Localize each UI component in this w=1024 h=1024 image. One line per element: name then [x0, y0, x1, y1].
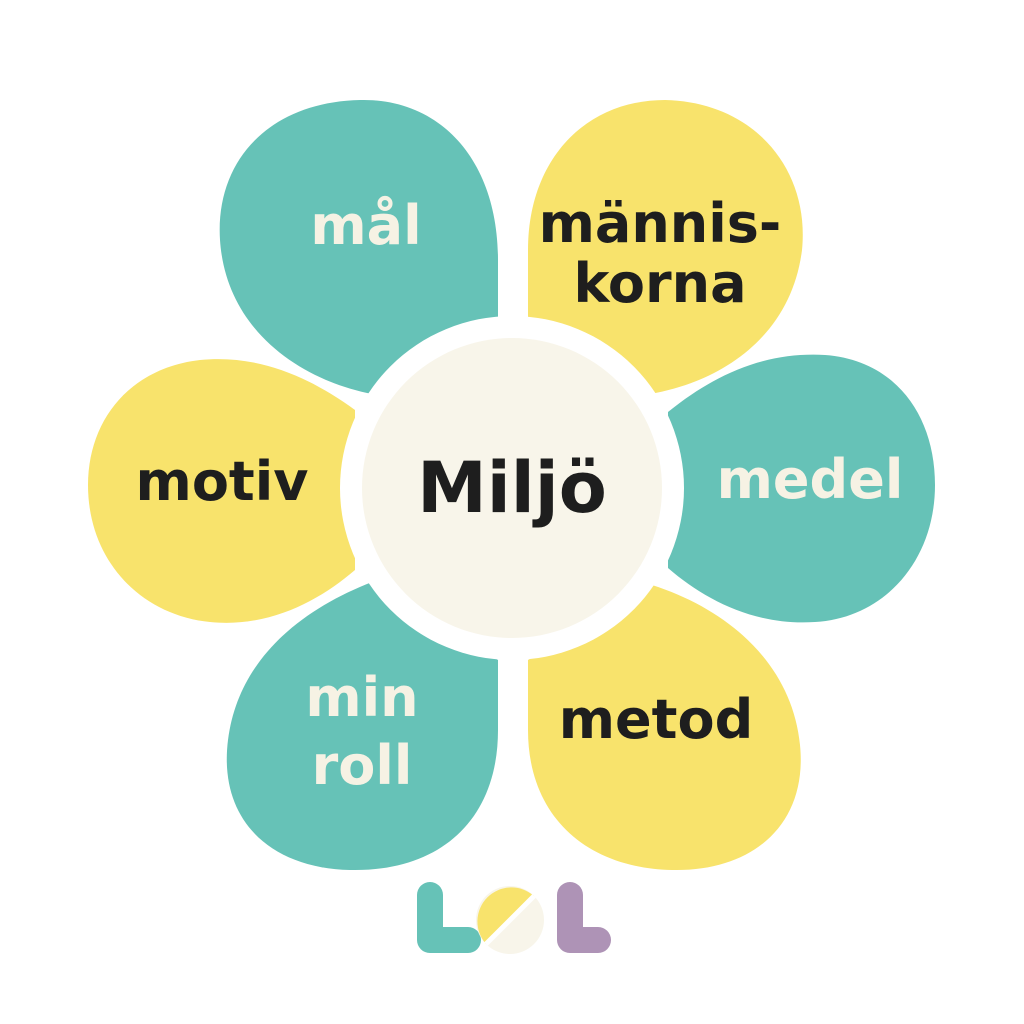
center-node: Miljö — [340, 316, 684, 660]
petal-mal: mål — [219, 99, 498, 394]
petal-metod-shape — [528, 585, 801, 871]
petal-motiv: motiv — [88, 359, 355, 623]
petal-manniskorna-shape — [528, 100, 803, 394]
petal-motiv-label: motiv — [136, 450, 309, 513]
petal-motiv-shape — [88, 359, 355, 623]
petal-mal-shape — [219, 99, 498, 394]
logo-letter-l-left — [417, 882, 481, 953]
lol-logo-icon — [417, 882, 611, 954]
petal-manniskorna: männis- korna — [528, 100, 803, 394]
petal-metod: metod — [528, 585, 801, 871]
petal-min-roll: min roll — [226, 582, 499, 871]
petal-medel-label: medel — [717, 448, 904, 511]
center-label: Miljö — [417, 447, 607, 529]
logo-letter-l-right — [557, 882, 611, 953]
petal-manniskorna-label-line1: männis- — [539, 192, 782, 255]
petal-mal-label: mål — [310, 194, 421, 257]
logo-letter-o-yellow — [477, 887, 534, 944]
petal-medel: medel — [668, 354, 935, 623]
petal-medel-shape — [668, 354, 935, 623]
center-circle — [362, 338, 662, 638]
petal-metod-label: metod — [559, 688, 753, 751]
petal-manniskorna-label-line2: korna — [573, 252, 746, 315]
logo-letter-o-divider — [484, 894, 536, 946]
petal-min-roll-shape — [226, 582, 499, 871]
petal-min-roll-label-line1: min — [305, 666, 418, 729]
petal-min-roll-label-line2: roll — [312, 734, 413, 797]
